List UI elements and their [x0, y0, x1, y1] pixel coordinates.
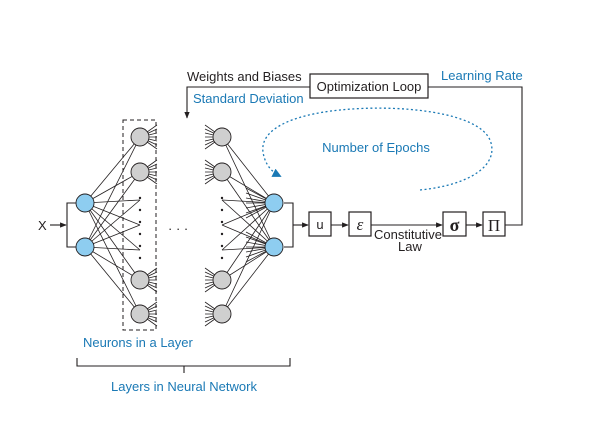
connection: [84, 224, 141, 248]
ellipsis-dot: [138, 208, 142, 212]
connection: [221, 171, 275, 248]
svg-text:σ: σ: [450, 215, 460, 235]
hidden-neuron: [212, 270, 232, 290]
svg-text:ε: ε: [357, 215, 364, 234]
input-neuron: [75, 237, 95, 257]
layers-ellipsis: · · ·: [168, 221, 188, 236]
hidden-neuron: [130, 162, 150, 182]
optimization-loop-label: Optimization Loop: [317, 79, 422, 94]
block-stress: σ: [442, 211, 467, 237]
connection: [221, 202, 275, 315]
connection: [221, 136, 275, 204]
connection: [84, 202, 141, 251]
ellipsis-dot: [220, 256, 224, 260]
neurons-in-layer-label: Neurons in a Layer: [83, 335, 194, 350]
update-arrow: [184, 86, 310, 119]
ellipsis-dot: [220, 196, 224, 200]
epochs-loop-arrow: [262, 107, 493, 191]
weights-and-biases-label: Weights and Biases: [187, 69, 302, 84]
input-bracket: [66, 202, 78, 248]
block-strain: ε: [348, 211, 372, 237]
connection: [84, 246, 141, 281]
connection: [84, 202, 141, 281]
ellipsis-dot: [220, 244, 224, 248]
layers-in-network-label: Layers in Neural Network: [111, 379, 257, 394]
number-of-epochs-label: Number of Epochs: [322, 140, 430, 155]
connection: [221, 202, 275, 251]
feedback-line: [428, 86, 523, 226]
output-bracket: [284, 202, 294, 248]
constitutive-law-label-1: Constitutive: [374, 227, 442, 242]
connection: [221, 136, 275, 248]
svg-text:u: u: [316, 217, 323, 232]
ellipsis-dot: [220, 220, 224, 224]
ellipsis-dot: [138, 256, 142, 260]
connection: [84, 202, 141, 226]
connection: [84, 199, 141, 248]
hidden-neuron: [212, 304, 232, 324]
optimization-loop-box: [309, 73, 429, 99]
layer-highlight-box: [122, 119, 157, 331]
input-neuron: [75, 193, 95, 213]
hidden-neuron: [212, 162, 232, 182]
output-neuron: [264, 237, 284, 257]
hidden-neuron: [212, 127, 232, 147]
constitutive-law-label-2: Law: [398, 239, 422, 254]
ellipsis-dot: [138, 244, 142, 248]
learning-rate-label: Learning Rate: [441, 68, 523, 83]
svg-text:Π: Π: [488, 216, 500, 235]
ellipsis-dot: [220, 232, 224, 236]
connection: [84, 136, 141, 204]
input-label: X: [38, 218, 47, 233]
ellipsis-dot: [138, 196, 142, 200]
hidden-neuron: [130, 270, 150, 290]
neurons: [75, 127, 284, 324]
connection: [221, 202, 275, 281]
ellipsis-dot: [220, 208, 224, 212]
hidden-neuron: [130, 304, 150, 324]
connection: [221, 246, 275, 281]
standard-deviation-label: Standard Deviation: [193, 91, 304, 106]
ellipsis-dot: [138, 220, 142, 224]
connection: [221, 199, 275, 248]
output-neuron: [264, 193, 284, 213]
connection: [84, 171, 141, 248]
connection: [221, 246, 275, 315]
vertical-ellipsis: [138, 196, 224, 260]
block-displacement: u: [308, 211, 332, 237]
connection: [84, 171, 141, 204]
hidden-neuron: [130, 127, 150, 147]
layers-brace: [76, 358, 291, 367]
connection: [84, 246, 141, 315]
connection: [84, 202, 141, 315]
connection: [221, 171, 275, 204]
connection: [84, 136, 141, 248]
block-potential: Π: [482, 211, 506, 237]
ellipsis-dot: [138, 232, 142, 236]
